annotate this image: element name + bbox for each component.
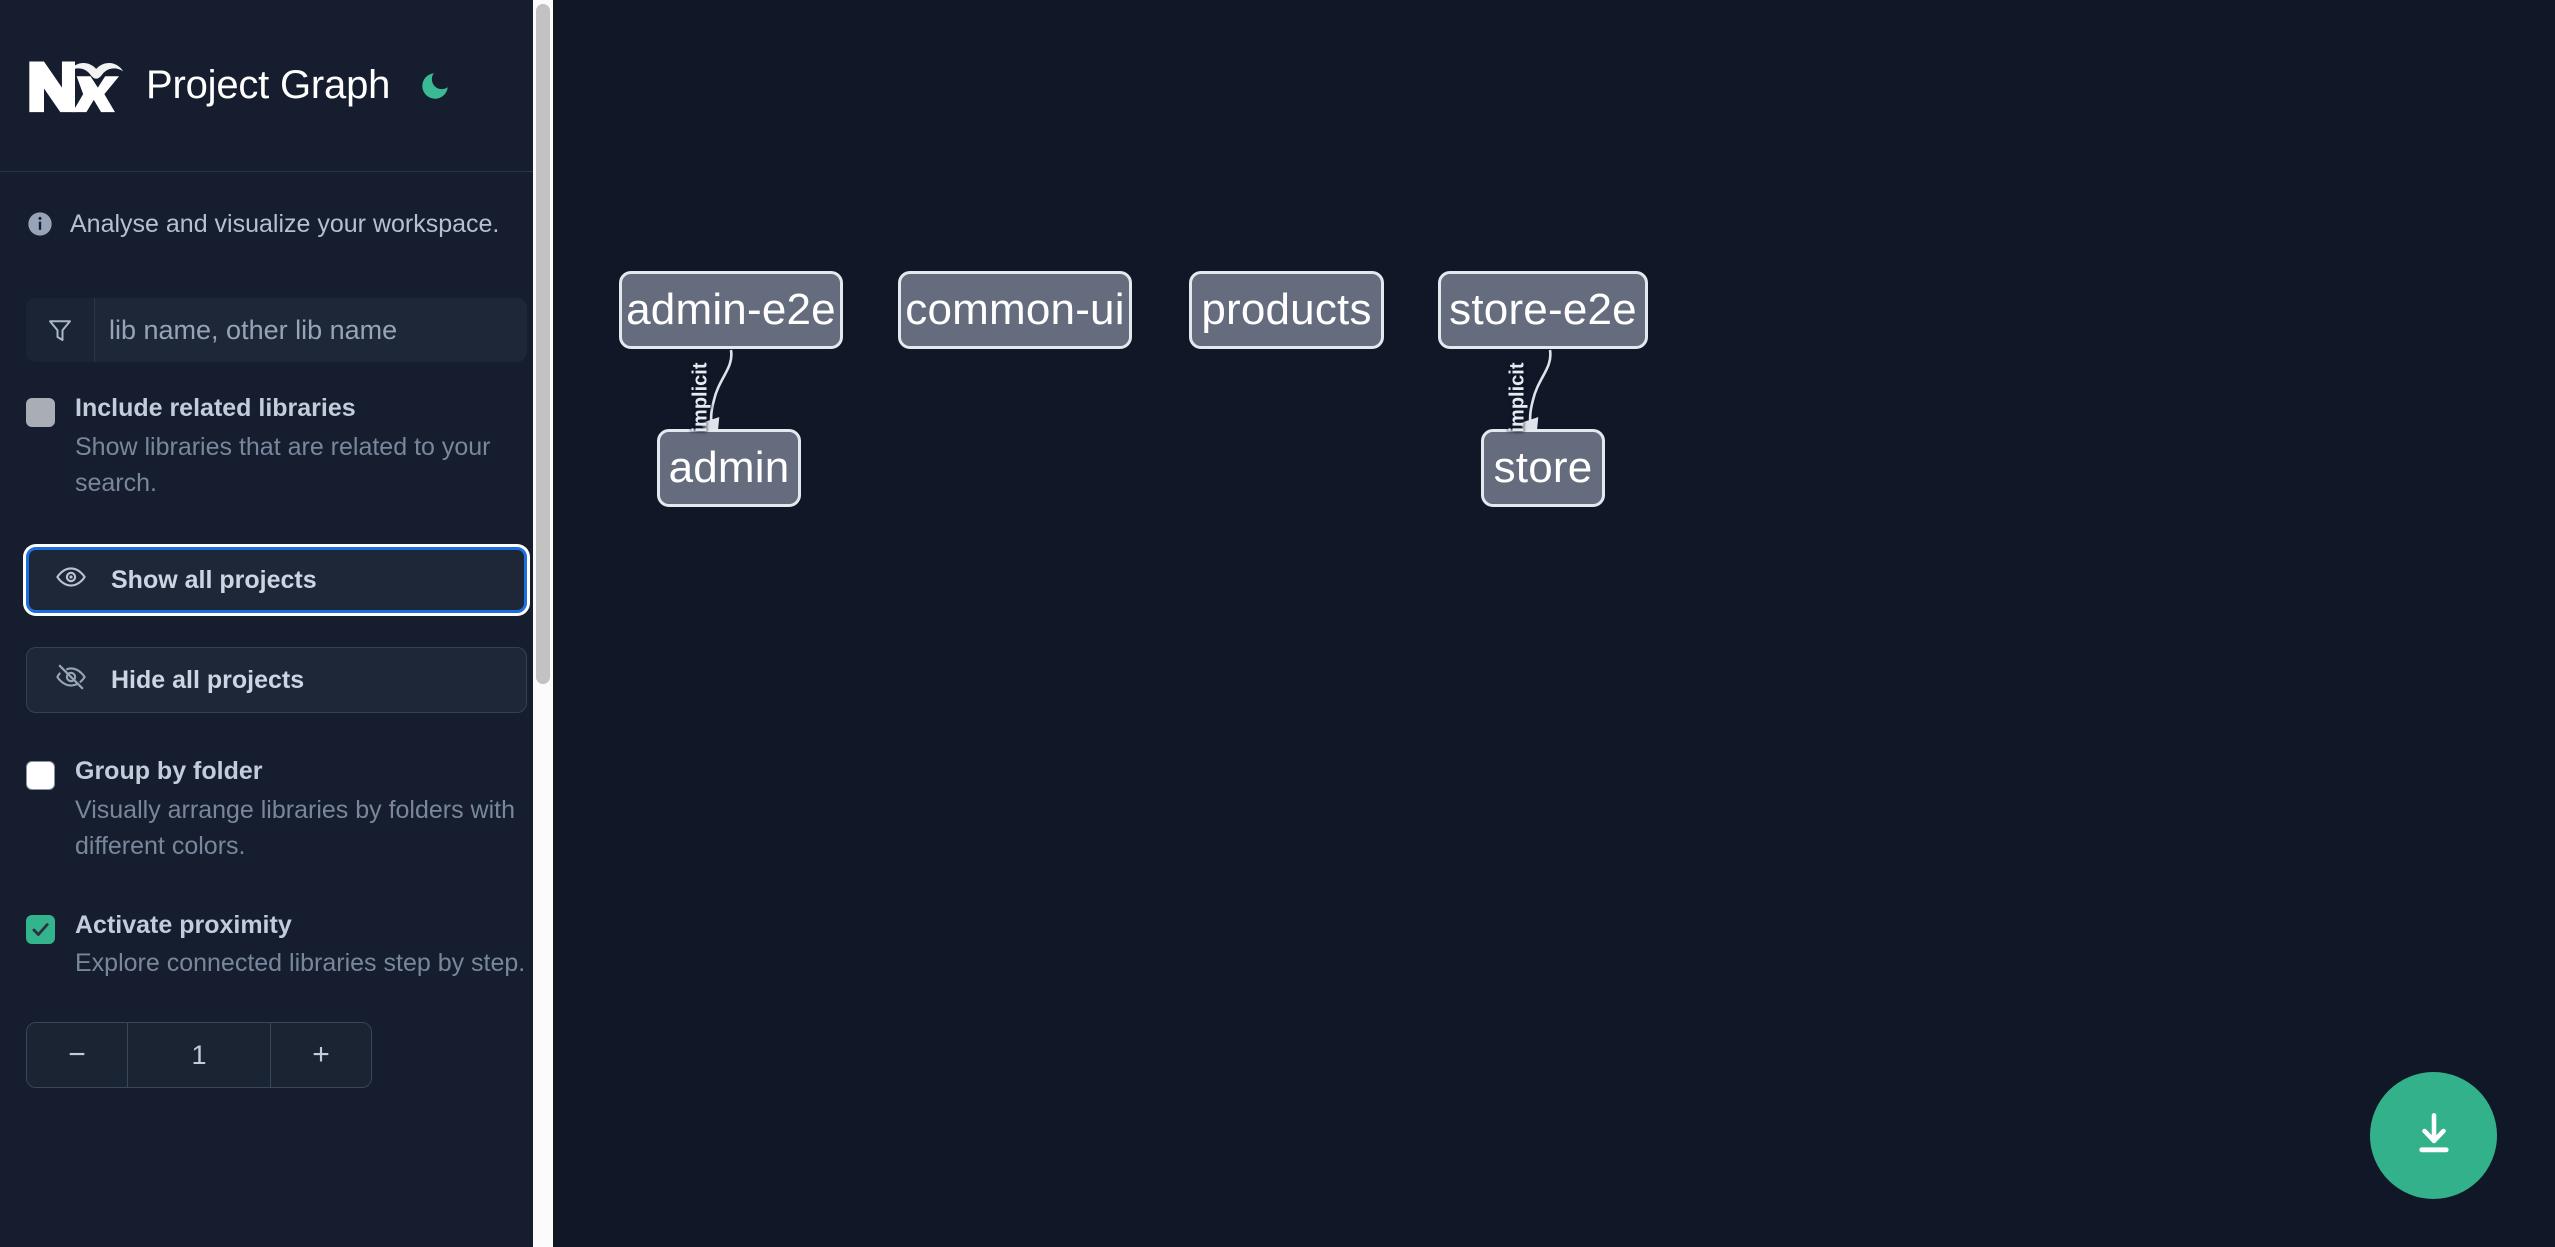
checkbox-include-related-libraries[interactable] [26,398,55,427]
sidebar: Project Graph Analyse and visualize your… [0,0,553,1247]
option-description: Explore connected libraries step by step… [75,949,526,978]
tagline-text: Analyse and visualize your workspace. [70,209,500,238]
show-all-projects-button[interactable]: Show all projects [26,547,527,614]
option-include-related-libraries[interactable]: Include related libraries Show libraries… [26,392,527,501]
project-graph-canvas[interactable]: admin-e2e common-ui products store-e2e a… [553,0,2555,1247]
stepper-increment-button[interactable]: + [270,1023,371,1087]
option-description: Show libraries that are related to your … [75,432,491,497]
graph-node-store-e2e[interactable]: store-e2e [1438,271,1648,349]
graph-edges [699,349,1552,443]
eye-off-icon [55,661,87,700]
graph-node-store[interactable]: store [1481,429,1605,507]
download-icon [2408,1108,2460,1163]
edge-store-e2e-to-store [1518,349,1552,443]
option-label: Group by folder [75,757,263,786]
stepper-decrement-button[interactable]: − [27,1023,128,1087]
moon-icon[interactable] [416,67,454,105]
edge-label-implicit-admin: implicit [689,362,712,433]
hide-all-projects-label: Hide all projects [111,665,305,694]
workspace-tagline: Analyse and visualize your workspace. [26,172,527,268]
sidebar-body: Analyse and visualize your workspace. In… [0,172,553,1088]
download-graph-button[interactable] [2370,1072,2497,1199]
option-label: Activate proximity [75,910,292,939]
option-description: Visually arrange libraries by folders wi… [75,796,516,860]
option-group-by-folder[interactable]: Group by folder Visually arrange librari… [26,755,527,864]
info-icon [26,210,54,238]
graph-node-common-ui[interactable]: common-ui [898,271,1132,349]
nx-logo-icon [26,55,124,117]
option-activate-proximity[interactable]: Activate proximity Explore connected lib… [26,909,527,983]
sidebar-header: Project Graph [0,0,553,172]
graph-node-admin-e2e[interactable]: admin-e2e [619,271,843,349]
eye-icon [55,561,87,600]
proximity-stepper: − 1 + [26,1022,372,1088]
filter-search-row [26,298,527,362]
edge-admin-e2e-to-admin [699,349,733,443]
sidebar-scrollbar[interactable] [533,0,553,1247]
option-label: Include related libraries [75,394,356,422]
stepper-value: 1 [128,1023,270,1087]
show-all-projects-label: Show all projects [111,565,317,594]
funnel-icon[interactable] [26,298,95,362]
sidebar-scrollbar-thumb[interactable] [536,4,550,684]
search-input[interactable] [95,298,527,362]
graph-node-admin[interactable]: admin [657,429,801,507]
checkbox-activate-proximity[interactable] [26,914,55,944]
hide-all-projects-button[interactable]: Hide all projects [26,647,527,714]
graph-node-products[interactable]: products [1189,271,1384,349]
checkbox-group-by-folder[interactable] [26,761,55,791]
page-title: Project Graph [146,63,391,107]
edge-label-implicit-store: implicit [1506,362,1529,433]
